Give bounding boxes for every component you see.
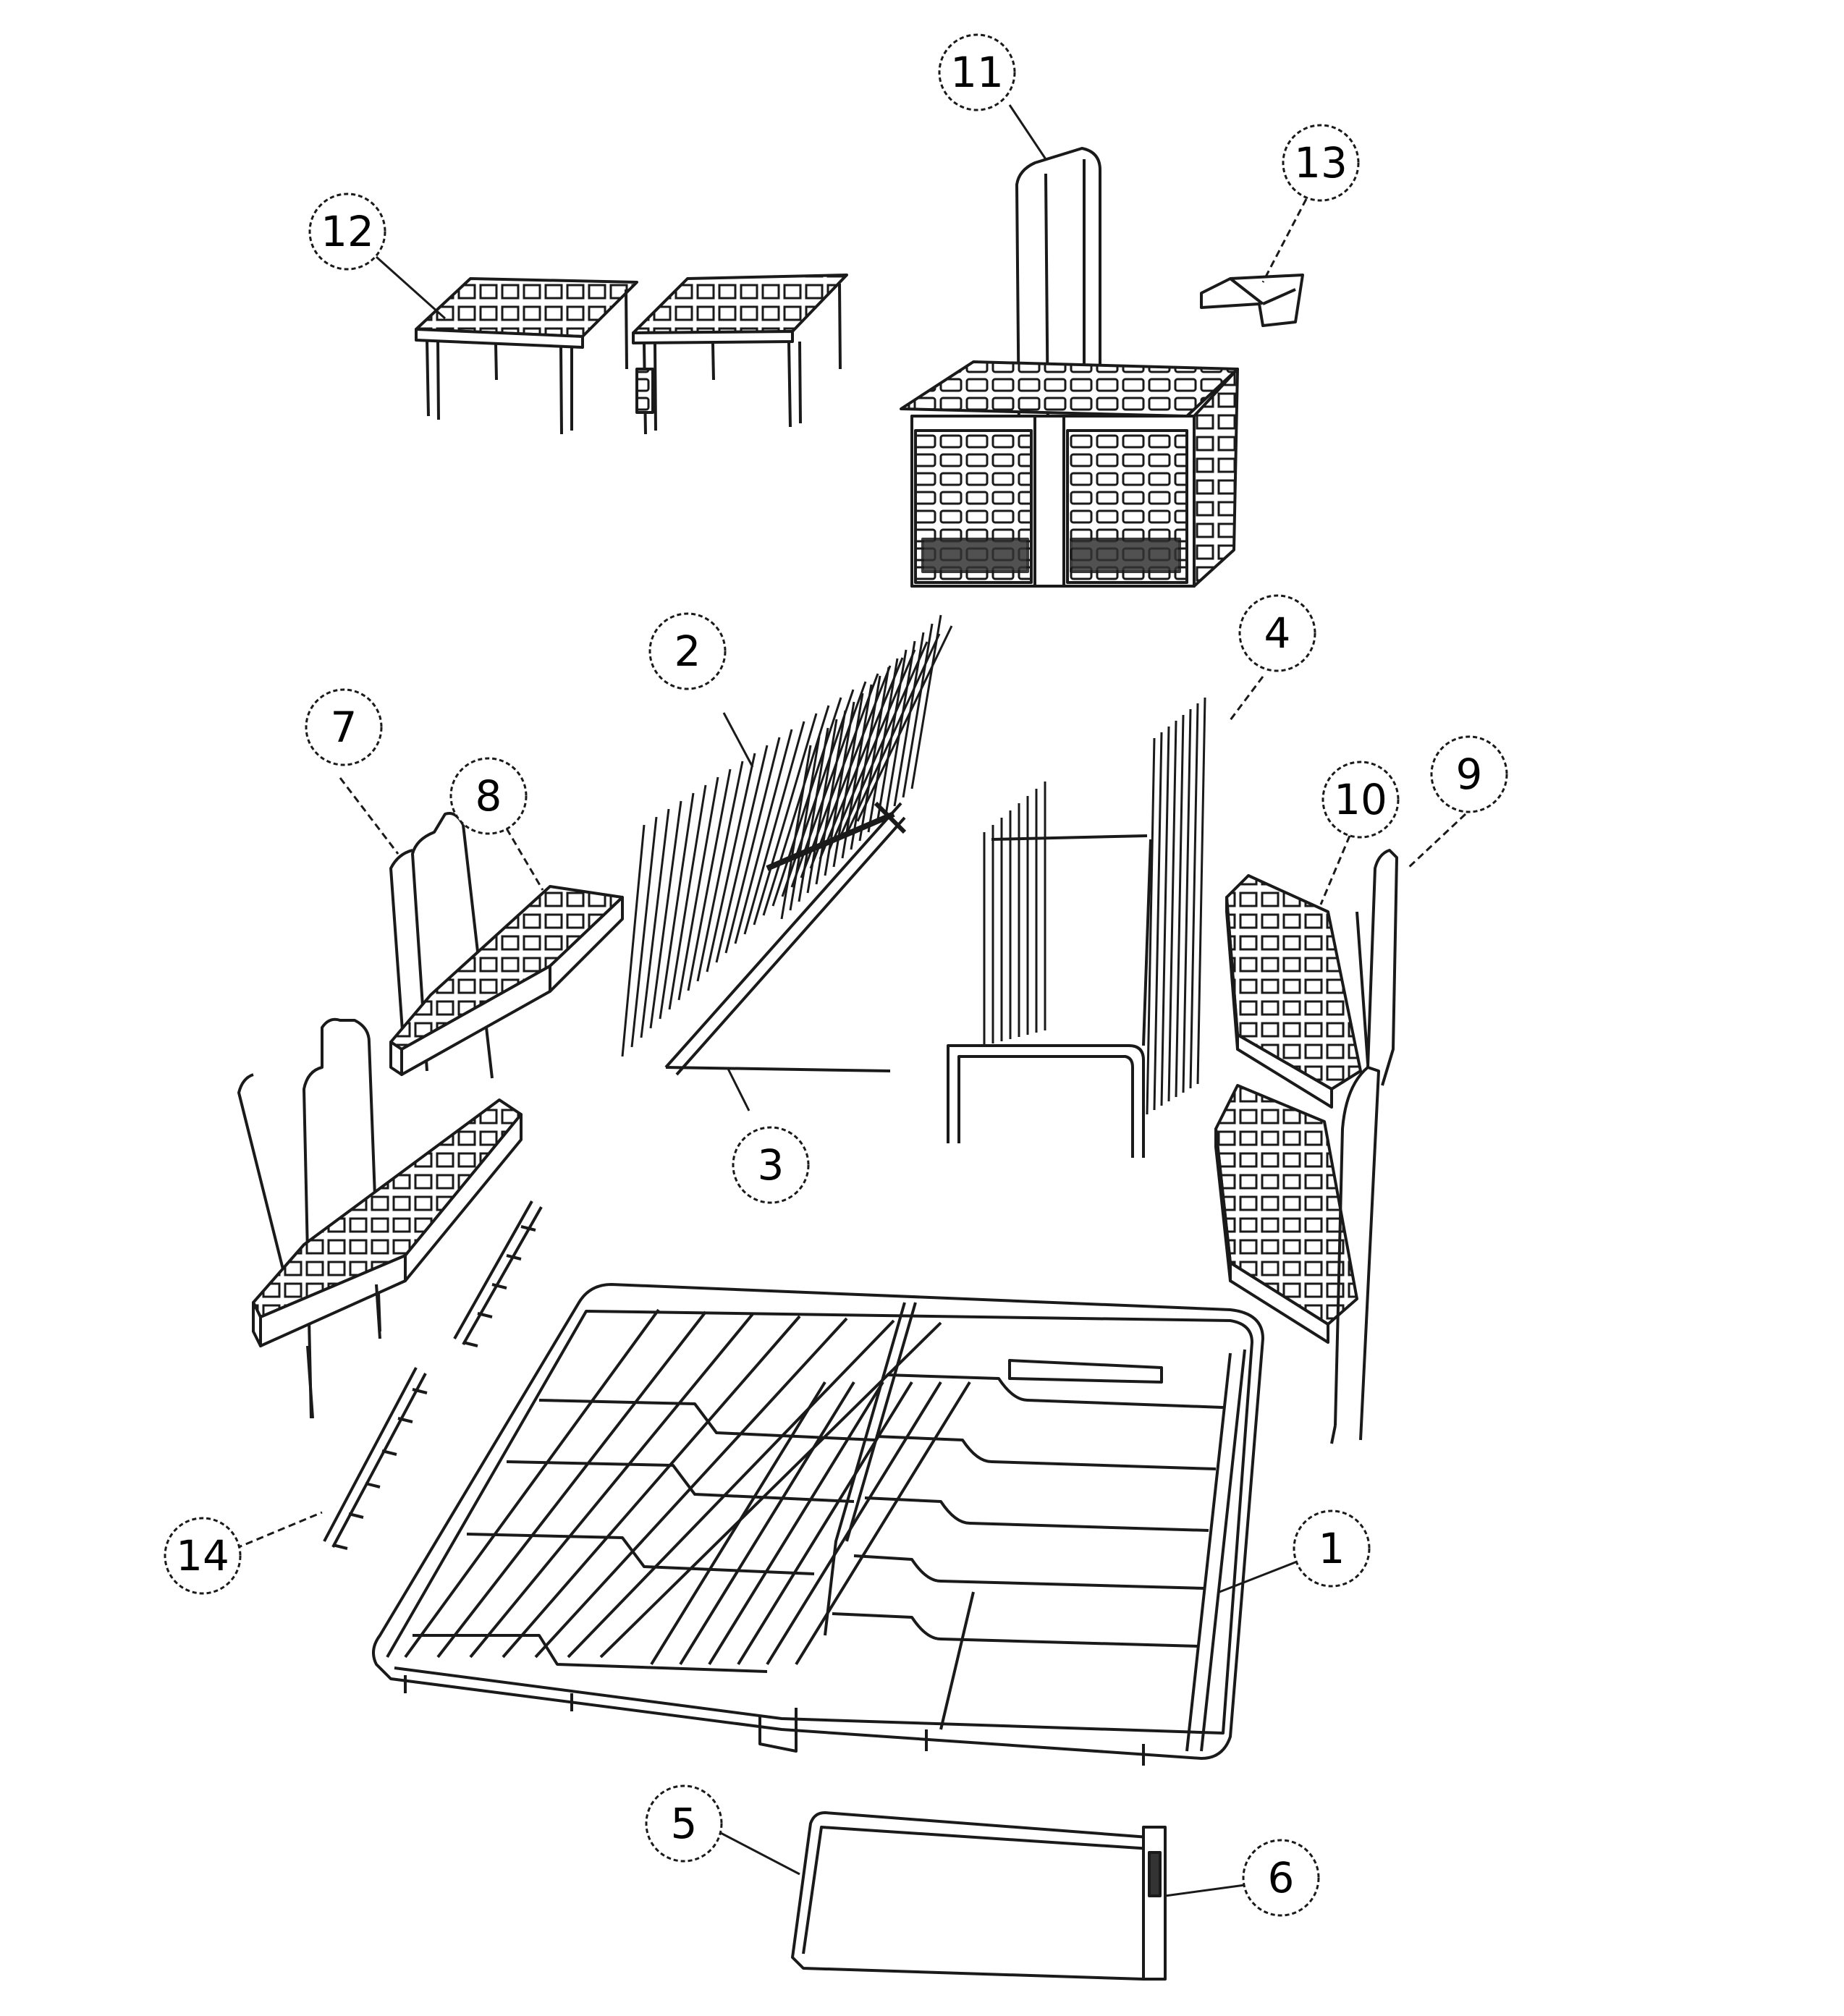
part-cutlery-basket	[900, 147, 1239, 588]
callout-c2: 2	[648, 612, 727, 690]
callout-c3: 3	[732, 1126, 810, 1204]
part-small-item-racks	[415, 274, 848, 435]
callout-c11: 11	[938, 33, 1016, 111]
callout-label-7: 7	[331, 703, 358, 752]
part-folding-tine-rows	[621, 614, 953, 1076]
callout-label-4: 4	[1264, 609, 1291, 658]
callout-c6: 6	[1242, 1839, 1320, 1917]
part-left-cup-shelves	[237, 812, 624, 1419]
callout-label-2: 2	[674, 627, 701, 676]
callout-c14: 14	[164, 1517, 242, 1595]
callout-label-12: 12	[321, 207, 374, 256]
part-side-hook-strips	[323, 1200, 543, 1550]
callout-c1: 1	[1293, 1509, 1371, 1588]
callout-label-13: 13	[1294, 138, 1348, 187]
part-right-cup-shelves	[1214, 849, 1398, 1444]
callout-label-11: 11	[950, 48, 1004, 97]
leader-lines	[234, 104, 1467, 1897]
callout-label-1: 1	[1319, 1524, 1345, 1573]
callout-label-10: 10	[1334, 775, 1387, 824]
callout-c12: 12	[308, 192, 386, 271]
callout-c7: 7	[305, 688, 383, 766]
callout-label-8: 8	[475, 771, 502, 821]
callout-label-14: 14	[176, 1531, 229, 1580]
part-lower-rack-frame	[372, 1283, 1264, 1766]
callout-label-6: 6	[1268, 1853, 1295, 1902]
callout-label-3: 3	[758, 1140, 784, 1190]
callout-c10: 10	[1321, 761, 1400, 839]
callout-c9: 9	[1430, 735, 1508, 813]
part-plate-support	[947, 697, 1206, 1158]
part-front-wire-frame	[791, 1811, 1167, 1981]
part-basket-clip	[1200, 274, 1304, 327]
callout-c4: 4	[1238, 594, 1316, 672]
callout-c5: 5	[645, 1784, 723, 1863]
callout-c8: 8	[449, 757, 528, 835]
callout-label-5: 5	[671, 1799, 698, 1848]
callout-c13: 13	[1282, 124, 1360, 202]
callout-label-9: 9	[1456, 750, 1483, 799]
